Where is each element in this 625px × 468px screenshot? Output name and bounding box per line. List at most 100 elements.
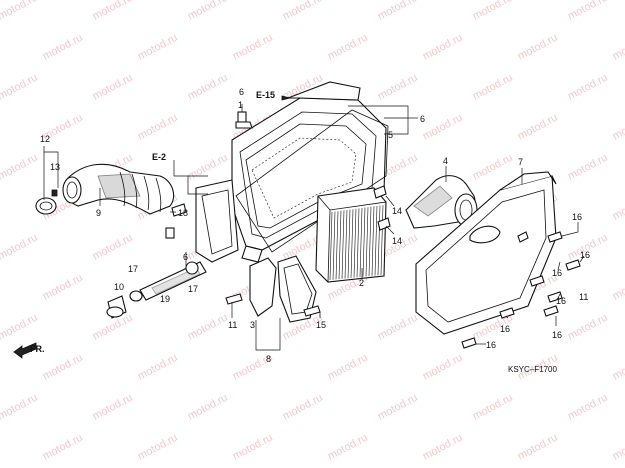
air-cleaner-cover: [415, 171, 557, 335]
callout-1: 1: [238, 100, 243, 110]
callout-11-left: 11: [228, 320, 237, 330]
watermark-text: motod.ru: [326, 352, 370, 383]
diagram-code: KSYC–F1700: [508, 365, 557, 374]
watermark-text: motod.ru: [281, 0, 325, 23]
ref-e15: E-15: [256, 90, 275, 100]
watermark-text: motod.ru: [516, 32, 560, 63]
callout-6-top: 6: [239, 87, 244, 97]
watermark-text: motod.ru: [0, 72, 40, 103]
watermark-text: motod.ru: [281, 392, 325, 423]
callout-15: 15: [316, 320, 326, 330]
watermark-text: motod.ru: [136, 352, 180, 383]
callout-12: 12: [40, 134, 50, 144]
watermark-text: motod.ru: [566, 312, 610, 343]
watermark-text: motod.ru: [611, 352, 625, 383]
watermark-text: motod.ru: [611, 32, 625, 63]
watermark-text: motod.ru: [0, 392, 40, 423]
watermark-text: motod.ru: [0, 0, 40, 23]
watermark-text: motod.ru: [186, 72, 230, 103]
watermark-text: motod.ru: [186, 392, 230, 423]
watermark-text: motod.ru: [91, 72, 135, 103]
watermark-text: motod.ru: [0, 232, 40, 263]
filter-pleat: [362, 207, 366, 277]
air-cleaner-case: [195, 81, 387, 263]
callout-16-b: 16: [580, 250, 590, 260]
watermark-text: motod.ru: [186, 312, 230, 343]
small-cover: [249, 255, 317, 323]
callout-17-left: 17: [128, 264, 138, 274]
watermark-text: motod.ru: [566, 72, 610, 103]
callout-14-lower: 14: [392, 236, 402, 246]
fasteners: [165, 185, 581, 349]
watermark-text: motod.ru: [41, 32, 85, 63]
watermark-text: motod.ru: [566, 152, 610, 183]
air-filter-element: [315, 187, 387, 283]
callout-3: 3: [250, 320, 255, 330]
callout-6-right: 6: [420, 114, 425, 124]
watermark-text: motod.ru: [186, 0, 230, 23]
callout-16-d: 16: [556, 296, 566, 306]
watermark-text: motod.ru: [0, 152, 40, 183]
callout-13: 13: [50, 162, 60, 172]
filter-pleat: [374, 205, 378, 276]
callout-14-upper: 14: [392, 206, 402, 216]
callout-16-f: 16: [552, 330, 562, 340]
watermark-text: motod.ru: [421, 352, 465, 383]
watermark-text: motod.ru: [231, 32, 275, 63]
clip-17: [129, 261, 199, 302]
callout-16-g: 16: [486, 340, 496, 350]
callout-7: 7: [518, 157, 523, 167]
callout-19: 19: [160, 294, 170, 304]
watermark-text: motod.ru: [421, 112, 465, 143]
watermark-text: motod.ru: [0, 312, 40, 343]
filter-pleat: [350, 209, 354, 278]
filter-pleat: [365, 207, 369, 277]
callout-18: 18: [178, 208, 188, 218]
callout-2: 2: [359, 278, 364, 288]
watermark-text: motod.ru: [326, 432, 370, 463]
filter-pleat: [368, 206, 372, 277]
hose-clamp: [35, 189, 58, 215]
watermark-text: motod.ru: [516, 432, 560, 463]
filter-pleat: [380, 205, 384, 275]
watermark-text: motod.ru: [611, 192, 625, 223]
case-gasket: [235, 109, 389, 253]
callout-5: 5: [388, 130, 393, 140]
watermark-text: motod.ru: [471, 392, 515, 423]
watermark-text: motod.ru: [376, 392, 420, 423]
filter-pleat: [353, 208, 357, 278]
watermark-text: motod.ru: [136, 432, 180, 463]
front-direction-arrow: [13, 342, 37, 359]
watermark-text: motod.ru: [91, 392, 135, 423]
reference-markers: [173, 95, 291, 177]
filter-pleat: [329, 211, 333, 281]
air-duct: [405, 175, 478, 229]
callout-9: 9: [96, 208, 101, 218]
callout-6-left: 6: [183, 252, 188, 262]
callout-4: 4: [443, 156, 448, 166]
callout-8: 8: [266, 354, 271, 364]
filter-pleat: [371, 206, 375, 276]
watermark-text: motod.ru: [41, 432, 85, 463]
watermark-text: motod.ru: [566, 392, 610, 423]
filter-pleat: [359, 207, 363, 278]
watermark-text: motod.ru: [136, 112, 180, 143]
filter-pleat: [347, 209, 351, 279]
filter-pleat: [338, 210, 342, 280]
filter-pleat: [377, 205, 381, 276]
watermark-text: motod.ru: [611, 432, 625, 463]
watermark-text: motod.ru: [376, 0, 420, 23]
ref-e2: E-2: [152, 152, 166, 162]
filter-pleat: [344, 209, 348, 279]
filter-pleat: [356, 208, 360, 278]
watermark-text: motod.ru: [471, 72, 515, 103]
watermark-text: motod.ru: [186, 152, 230, 183]
intake-duct: [62, 163, 175, 215]
watermark-text: motod.ru: [421, 432, 465, 463]
watermark-text: motod.ru: [91, 0, 135, 23]
watermark-text: motod.ru: [421, 32, 465, 63]
watermark-text: motod.ru: [326, 32, 370, 63]
watermark-text: motod.ru: [471, 0, 515, 23]
leader-lines: [43, 104, 585, 351]
callout-16-e: 16: [500, 324, 510, 334]
